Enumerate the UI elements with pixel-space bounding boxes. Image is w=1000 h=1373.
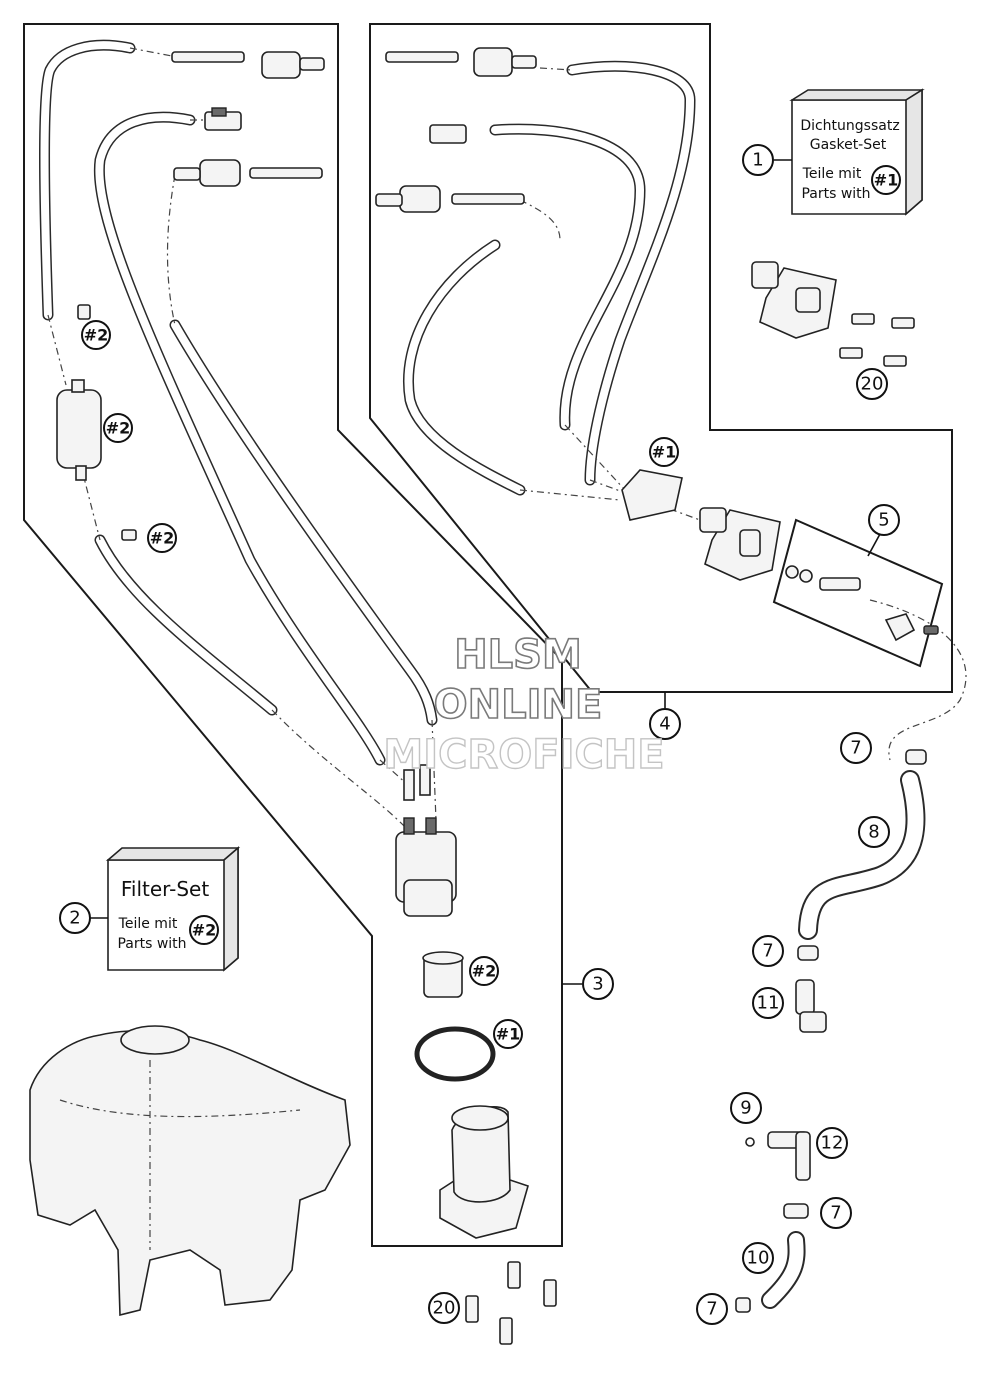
watermark-line2: ONLINE [434, 682, 603, 728]
fuel-filter [56, 379, 102, 481]
screws-20-top [839, 313, 915, 367]
svg-text:9: 9 [740, 1098, 751, 1119]
connector-stems-right [375, 47, 537, 213]
svg-text:10: 10 [747, 1248, 770, 1269]
svg-text:#2: #2 [472, 962, 497, 981]
assembly-4-outline [369, 23, 953, 693]
filter-set-title: Filter-Set [121, 877, 209, 901]
assembly-5-box [772, 518, 944, 668]
callout-4: 4 [649, 708, 681, 740]
svg-text:#2: #2 [150, 529, 175, 548]
filter-set-tag: #2 [192, 921, 217, 940]
filter-set-box: Filter-Set Teile mit Parts with #2 [105, 846, 241, 972]
gasket-set-tag: #1 [874, 171, 899, 190]
assembly-3-outline [23, 23, 563, 1247]
fuel-hose-10 [761, 1231, 806, 1309]
tag-1-pump-gasket: #1 [493, 1019, 523, 1049]
right-dashed-connections [519, 67, 967, 761]
svg-text:#1: #1 [496, 1025, 521, 1044]
pump-flange-spare [751, 261, 837, 339]
tag-2-clamp-bottom: #2 [147, 523, 177, 553]
svg-text:20: 20 [861, 374, 884, 395]
svg-text:1: 1 [752, 150, 763, 171]
tag-1-flange-gasket: #1 [649, 437, 679, 467]
svg-text:7: 7 [762, 941, 773, 962]
callout-20b: 20 [428, 1292, 460, 1324]
svg-text:12: 12 [821, 1133, 844, 1154]
hose-clamp-small [121, 529, 137, 541]
callout-3: 3 [582, 968, 614, 1000]
callout-12: 12 [816, 1127, 848, 1159]
svg-text:7: 7 [830, 1203, 841, 1224]
fuel-tank [29, 1025, 351, 1317]
callout-2: 2 [59, 902, 91, 934]
gasket-set-line1: Dichtungssatz [800, 118, 899, 134]
hose-clamp-7a [905, 749, 927, 765]
callout-7a: 7 [840, 732, 872, 764]
gasket-set-line4: Parts with [801, 186, 870, 202]
quick-connector-11 [795, 979, 827, 1033]
callout-11: 11 [752, 987, 784, 1019]
callout-9: 9 [730, 1092, 762, 1124]
hose-clamp-small [77, 304, 91, 320]
filter-set-line1: Teile mit [118, 916, 178, 932]
svg-text:8: 8 [868, 822, 879, 843]
elbow-connector-12 [767, 1131, 811, 1181]
svg-text:#2: #2 [84, 326, 109, 345]
watermark-line1: HLSM [454, 632, 582, 678]
callout-8: 8 [858, 816, 890, 848]
svg-text:3: 3 [592, 974, 603, 995]
gasket-set-box: Dichtungssatz Gasket-Set Teile mit Parts… [789, 88, 925, 216]
svg-text:20: 20 [433, 1298, 456, 1319]
pump-flange-right [621, 469, 781, 581]
fuel-hose-8 [798, 770, 926, 940]
hose-clamp-7b [797, 945, 819, 961]
pump-housing-flange [439, 1105, 529, 1239]
filter-set-line2: Parts with [117, 936, 186, 952]
svg-text:5: 5 [878, 510, 889, 531]
tag-2-sleeve: #2 [469, 956, 499, 986]
hose-clamp-7d [735, 1297, 751, 1313]
fuel-pump [395, 764, 457, 917]
svg-text:#1: #1 [652, 443, 677, 462]
callout-7c: 7 [820, 1197, 852, 1229]
callout-7d: 7 [696, 1293, 728, 1325]
watermark: HLSM ONLINE MICROFICHE [383, 631, 666, 779]
svg-text:7: 7 [706, 1299, 717, 1320]
callout-1: 1 [742, 144, 774, 176]
left-hoses [39, 39, 438, 766]
watermark-line3: MICROFICHE [383, 732, 664, 778]
gasket-set-line2: Gasket-Set [810, 137, 887, 153]
tag-2-filter: #2 [103, 413, 133, 443]
o-ring-9 [745, 1137, 755, 1147]
callout-20a: 20 [856, 368, 888, 400]
svg-text:4: 4 [659, 714, 670, 735]
callout-7b: 7 [752, 935, 784, 967]
connector-stems-left [171, 51, 325, 187]
pump-gasket-ring [414, 1026, 496, 1082]
svg-text:#2: #2 [106, 419, 131, 438]
callout-5: 5 [868, 504, 900, 536]
gasket-set-line3: Teile mit [802, 166, 862, 182]
screws-20-bottom [465, 1261, 557, 1345]
callout-10: 10 [742, 1242, 774, 1274]
tag-2-clamp-top: #2 [81, 320, 111, 350]
pump-filter-sleeve [422, 951, 464, 998]
svg-text:7: 7 [850, 738, 861, 759]
right-hoses [403, 60, 696, 496]
hose-clamp-7c [783, 1203, 809, 1219]
svg-text:2: 2 [69, 908, 80, 929]
left-dashed-connections [47, 47, 437, 831]
svg-text:11: 11 [757, 993, 780, 1014]
